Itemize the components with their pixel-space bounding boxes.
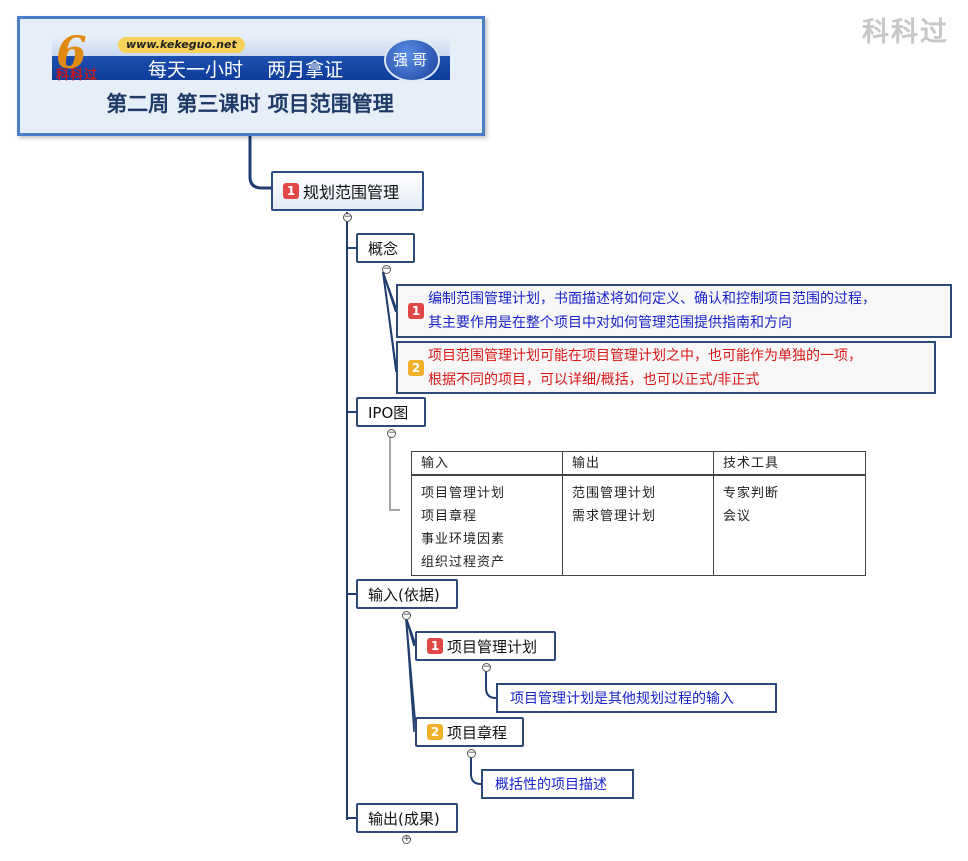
topic-concept-label: 概念 [368,239,399,258]
ipo-input-item: 事业环境因素 [421,532,506,547]
concept-note-1[interactable]: 1 编制范围管理计划，书面描述将如何定义、确认和控制项目范围的过程， 其主要作用… [396,284,952,338]
input-detail-text: 概括性的项目描述 [495,777,607,793]
priority-2-icon: 2 [427,724,443,740]
page-title: 第二周 第三课时 项目范围管理 [106,92,394,116]
ipo-column-output [563,452,714,575]
main-topic[interactable]: 1 规划范围管理 [271,171,424,211]
input-item-label: 项目章程 [447,723,508,742]
watermark: 科科过 [862,17,949,48]
topic-concept[interactable]: 概念 [356,233,415,263]
ipo-table: 输入 输出 技术工具 项目管理计划 项目章程 事业环境因素 组织过程资产 范围管… [411,451,866,576]
priority-1-icon: 1 [408,303,424,319]
input-detail-project-plan[interactable]: 项目管理计划是其他规划过程的输入 [496,683,777,713]
input-detail-charter[interactable]: 概括性的项目描述 [481,769,634,799]
input-item-charter[interactable]: 2 项目章程 [415,717,524,747]
topic-outputs-label: 输出(成果) [368,809,440,828]
collapse-toggle-icon[interactable]: − [387,428,396,438]
topic-ipo[interactable]: IPO图 [356,397,426,427]
logo-text: 科科过 [56,68,99,83]
input-detail-text: 项目管理计划是其他规划过程的输入 [510,691,734,707]
priority-2-icon: 2 [408,359,424,376]
collapse-toggle-icon[interactable]: − [382,264,391,274]
concept-note-1-text: 编制范围管理计划，书面描述将如何定义、确认和控制项目范围的过程， 其主要作用是在… [428,291,876,331]
topic-outputs[interactable]: 输出(成果) [356,803,458,833]
ipo-output-item: 需求管理计划 [572,509,657,524]
input-item-label: 项目管理计划 [447,637,538,656]
collapse-toggle-icon[interactable]: − [482,662,491,672]
collapse-toggle-icon[interactable]: − [343,212,352,222]
slogan: 每天一小时 两月拿证 [148,59,344,81]
priority-1-icon: 1 [283,183,299,199]
ipo-tool-item: 会议 [723,509,752,524]
ipo-tool-item: 专家判断 [723,486,780,501]
topic-inputs-label: 输入(依据) [368,585,440,604]
input-item-project-plan[interactable]: 1 项目管理计划 [415,631,556,661]
ipo-header-row [412,452,865,476]
ipo-input-item: 项目管理计划 [421,486,506,501]
ipo-output-item: 范围管理计划 [572,486,657,501]
ipo-column-input [412,452,563,575]
topic-ipo-label: IPO图 [368,403,409,422]
logo-icon: 6 [56,28,87,79]
collapse-toggle-icon[interactable]: − [467,748,476,758]
topic-inputs[interactable]: 输入(依据) [356,579,458,609]
ipo-header-tools: 技术工具 [723,456,780,471]
site-url: www.kekeguo.net [118,37,245,53]
priority-1-icon: 1 [427,638,443,654]
collapse-toggle-icon[interactable]: − [402,610,411,620]
ipo-input-item: 组织过程资产 [421,555,506,570]
expand-toggle-icon[interactable]: + [402,834,411,844]
teacher-badge: 强哥 [384,38,440,82]
concept-note-2[interactable]: 2 项目范围管理计划可能在项目管理计划之中，也可能作为单独的一项， 根据不同的项… [396,341,936,394]
main-topic-label: 规划范围管理 [303,183,400,202]
ipo-header-output: 输出 [572,456,601,471]
ipo-header-input: 输入 [421,456,450,471]
ipo-input-item: 项目章程 [421,509,478,524]
concept-note-2-text: 项目范围管理计划可能在项目管理计划之中，也可能作为单独的一项， 根据不同的项目，… [428,347,862,388]
